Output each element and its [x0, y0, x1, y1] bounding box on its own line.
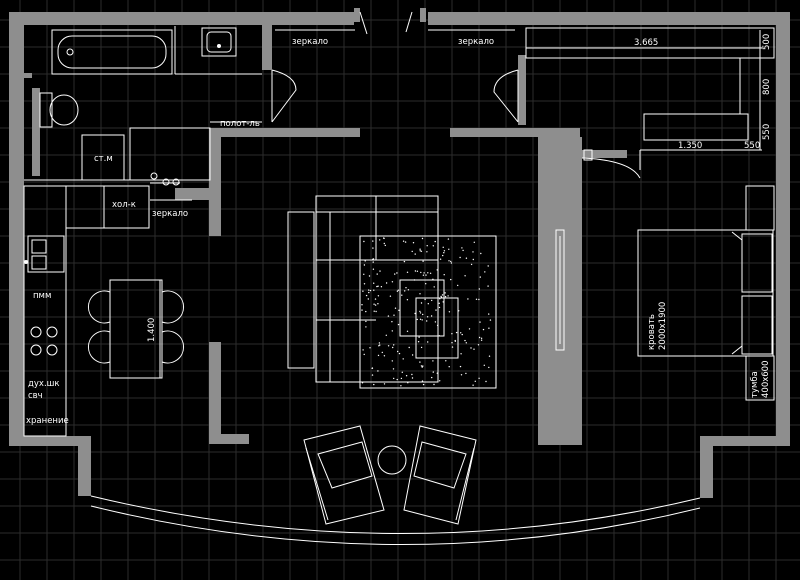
- bathtub: [51, 29, 173, 75]
- bathroom-wall-right: [262, 25, 272, 65]
- kitchen-sink: [24, 235, 65, 273]
- kitchen-partition: [175, 188, 221, 200]
- armchair-left: [303, 425, 385, 525]
- dishwasher-label: пмм: [33, 291, 51, 301]
- cooktop: [30, 326, 58, 356]
- bedroom-wall-top: [582, 150, 627, 158]
- living-wall-left-foot: [209, 434, 249, 444]
- entry-mark-right: [420, 8, 426, 22]
- storage-label: хранение: [26, 416, 69, 426]
- bathroom-sink: [201, 27, 237, 57]
- entry-door: [359, 11, 413, 35]
- outer-wall-left: [9, 12, 24, 442]
- entry-wall-left-post: [262, 65, 272, 70]
- dim-wardrobe-length: 3.665: [634, 38, 658, 48]
- bedroom-door: [581, 149, 641, 179]
- rug: [359, 235, 497, 389]
- tv: [555, 229, 565, 351]
- washing-machine-label: ст.м: [94, 154, 113, 164]
- sofa: [287, 195, 439, 383]
- corridor-door-right: [493, 69, 519, 123]
- entry-wall-right-post: [518, 55, 526, 125]
- mirror-kitchen-label: зеркало: [152, 209, 188, 219]
- side-table: [377, 445, 407, 475]
- oven-label: дух.шк: [28, 379, 60, 389]
- fridge-label: хол-к: [112, 200, 136, 210]
- dim-wardrobe-bottom-right: 550: [744, 141, 760, 151]
- armchair-right: [403, 425, 477, 525]
- mirror-label-left: зеркало: [292, 37, 328, 47]
- kitchen-counter: [23, 185, 150, 437]
- entry-mark-left: [354, 8, 360, 22]
- washing-machine: [81, 134, 125, 181]
- bed-label-line1: кровать: [647, 314, 657, 350]
- vanity: [129, 127, 211, 181]
- bed: [637, 229, 774, 357]
- nightstand-label-line2: 400х600: [761, 361, 771, 398]
- dim-table-length: 1.400: [147, 318, 157, 342]
- outer-wall-top-right: [428, 12, 790, 25]
- wall-bottom-left-return: [78, 436, 91, 496]
- corridor-wall-left-lower: [209, 128, 221, 236]
- dim-wardrobe-side: 800: [762, 79, 772, 95]
- wall-bottom-left-stub: [9, 436, 91, 446]
- towel-rail-label: полот-ль: [220, 119, 260, 129]
- toilet: [39, 92, 79, 128]
- corridor-wall-left: [220, 128, 360, 137]
- wall-bottom-right-return: [700, 436, 713, 498]
- nightstand-top: [745, 185, 775, 231]
- dining-table: [88, 279, 184, 379]
- bathroom-wall-bottom: [24, 73, 32, 78]
- bathroom-door: [271, 69, 297, 123]
- dim-wardrobe-depth: 500: [762, 34, 772, 50]
- outer-wall-top-left: [9, 12, 354, 25]
- microwave-label: свч: [28, 391, 43, 401]
- wall-bottom-right-stub: [700, 436, 790, 446]
- nightstand-label-line1: тумба: [750, 371, 760, 398]
- wardrobe: [525, 27, 775, 151]
- toilet-wall: [32, 88, 40, 176]
- mirror-label-right: зеркало: [458, 37, 494, 47]
- dim-wardrobe-bottom-depth: 550: [762, 124, 772, 140]
- nightstand-bottom: [745, 355, 775, 401]
- dim-wardrobe-bottom-length: 1.350: [678, 141, 702, 151]
- coffee-table: [399, 279, 459, 359]
- bed-label-line2: 2000х1900: [658, 302, 668, 350]
- faucet-icon: [150, 172, 180, 186]
- corridor-wall-right: [450, 128, 580, 137]
- balcony-curve: [90, 495, 701, 545]
- outer-wall-right: [776, 12, 790, 444]
- living-wall-left-lower: [209, 342, 221, 444]
